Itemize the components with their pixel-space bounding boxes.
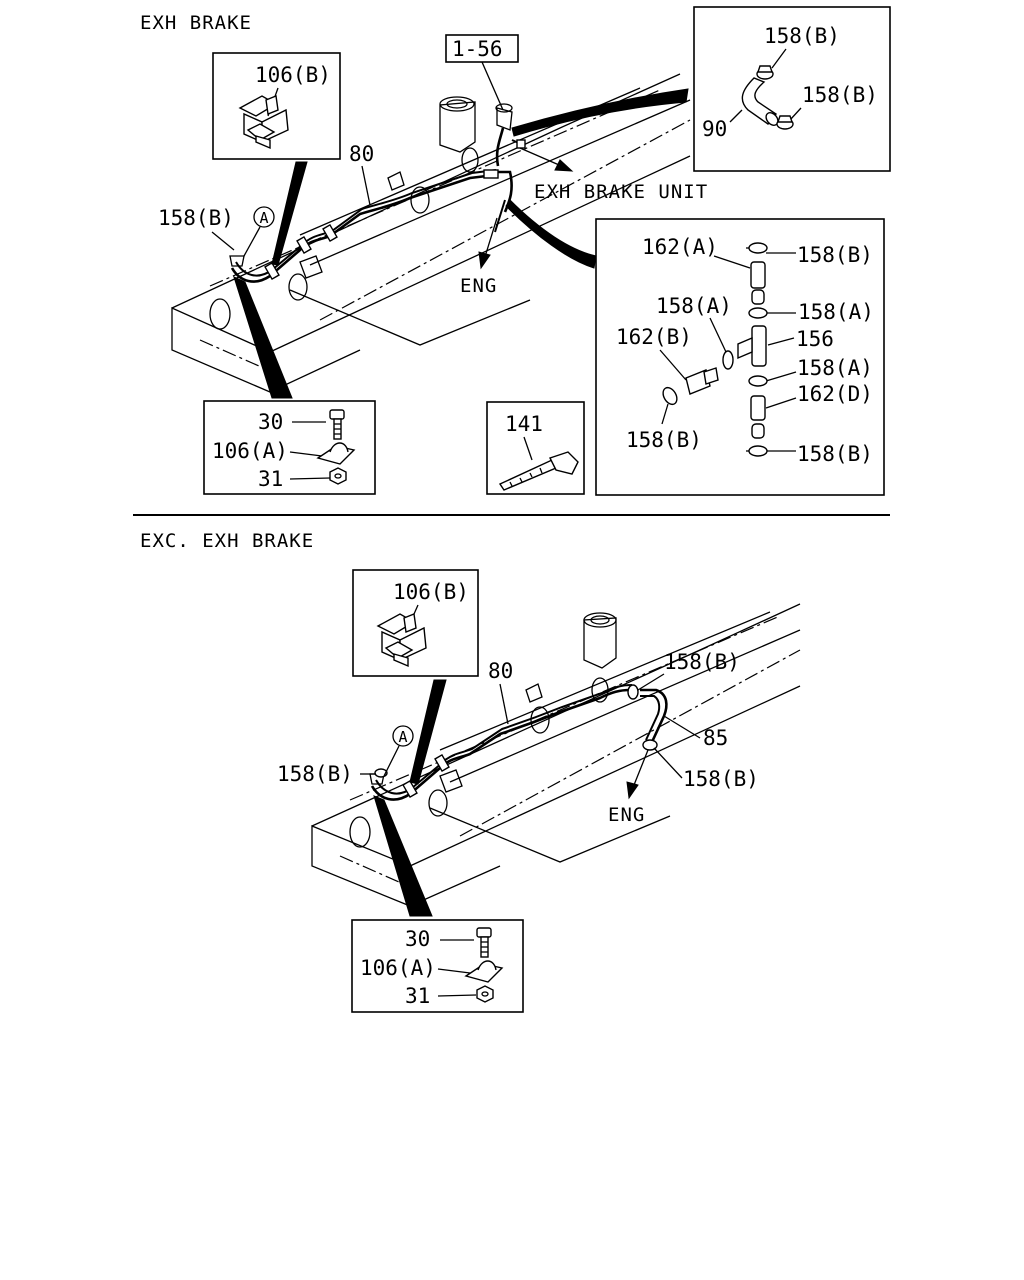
bottom-circle-a: A [383,725,414,777]
clip-106b-bottom-icon [376,613,427,668]
top-clamp-158b-label: 158(B) [158,206,234,230]
bottom-inset-106b [352,569,479,677]
bottom-bolt-30-label: 30 [405,927,430,951]
tee-clamp-158a-mid-label: 158(A) [797,356,873,380]
pointer-tee-inset [505,199,597,269]
top-clamp-106a-label: 106(A) [212,439,288,463]
bolt-30-icon [329,409,345,440]
clamp-158b-icon [756,65,794,130]
bottom-nut-31-label: 31 [405,984,430,1008]
clamp-106a-bottom-icon [464,960,504,983]
bottom-eng-label: ENG [608,804,645,826]
leader-158b-top [211,231,235,251]
tee-hose-162b-label: 162(B) [616,325,692,349]
bottom-clamp-158b-left-label: 158(B) [277,762,353,786]
leader-90-upper [771,48,787,69]
tee-clamp-158a-right-label: 158(A) [798,300,874,324]
top-eng-label: ENG [460,275,497,297]
top-inset-106b [212,52,341,160]
ref-label-1-56: 1-56 [452,37,503,61]
top-pipe-80-label: 80 [349,142,374,166]
section-title-exc-exh-brake: EXC. EXH BRAKE [140,530,314,552]
tee-clamp-158b-bottom-label: 158(B) [797,442,873,466]
leader-158b-top-bottom [637,673,665,691]
top-inset-tie [486,401,585,495]
leader-90-hose [729,109,743,123]
section-title-exh-brake: EXH BRAKE [140,12,252,34]
tee-clamp-158a-left-label: 158(A) [656,294,732,318]
tee-156-label: 156 [796,327,834,351]
inset-90-upper-clamp-label: 158(B) [764,24,840,48]
bottom-pipe-80 [369,684,633,801]
leader-158a-mid [765,371,797,382]
nut-31-bottom-icon [476,985,494,1003]
leader-1-56 [481,61,504,111]
tee-clamp-158b-top-label: 158(B) [797,243,873,267]
cable-tie-141-icon [498,451,579,491]
leader-162d [765,397,797,409]
top-inset-106b-label: 106(B) [255,63,331,87]
pointer-fastener-top [233,276,293,399]
clip-106b-icon [238,95,289,150]
bottom-hose-85 [640,688,668,743]
inset-90-lower-clamp-label: 158(B) [802,83,878,107]
top-bolt-30-label: 30 [258,410,283,434]
bottom-inset-fastener [351,919,524,1013]
leader-158a-left [709,317,727,353]
tee-hose-162a-label: 162(A) [642,235,718,259]
bottom-clamps-158b [374,684,658,778]
top-circle-a: A [243,206,275,257]
bottom-eng-arrow [626,749,649,800]
leader-80-top [361,165,371,206]
bottom-pipe-80-label: 80 [488,659,513,683]
exh-brake-unit-arrow [519,147,574,172]
leader-90-lower [789,107,802,121]
bottom-inset-106b-label: 106(B) [393,580,469,604]
leader-106a-top [289,451,323,457]
leader-31-bottom [437,994,477,997]
top-pipe-80 [229,103,526,283]
bottom-clamp-106a-label: 106(A) [360,956,436,980]
leader-31-top [289,477,331,480]
leader-106a-bottom [437,968,471,974]
bottom-hose-85-label: 85 [703,726,728,750]
pointer-106b-bottom [409,679,447,785]
leader-85 [663,715,701,739]
tie-141-label: 141 [505,412,543,436]
top-inset-hose-90 [693,6,891,172]
hose-90-icon [741,77,779,126]
top-eng-arrow [478,217,498,270]
leader-156 [767,337,795,346]
leader-141 [523,436,533,461]
inset-90-hose-label: 90 [702,117,727,141]
pointer-hose-90 [511,88,689,137]
top-inset-tee [595,218,885,496]
exh-brake-unit-label: EXH BRAKE UNIT [534,181,708,203]
tee-clamp-158b-left-label: 158(B) [626,428,702,452]
nut-31-icon [329,467,347,485]
tee-hose-162d-label: 162(D) [797,382,873,406]
pointer-106b-top [271,161,308,266]
bottom-frame-rail [311,603,801,907]
bolt-30-bottom-icon [476,927,492,958]
bottom-clamp-158b-top-label: 158(B) [664,650,740,674]
leader-162a [713,255,751,269]
leader-158b-left-tee [661,403,669,425]
leader-80-bottom [499,683,509,725]
svg-text:A: A [259,209,268,227]
top-inset-fastener [203,400,376,495]
top-nut-31-label: 31 [258,467,283,491]
bottom-clamp-158b-lower-label: 158(B) [683,767,759,791]
pointer-fastener-bottom [373,795,433,917]
leader-158b-lower [653,747,683,779]
tee-parts-icon [662,242,768,457]
leader-162b [659,349,687,381]
svg-text:A: A [398,728,407,746]
clamp-106a-icon [316,442,356,465]
